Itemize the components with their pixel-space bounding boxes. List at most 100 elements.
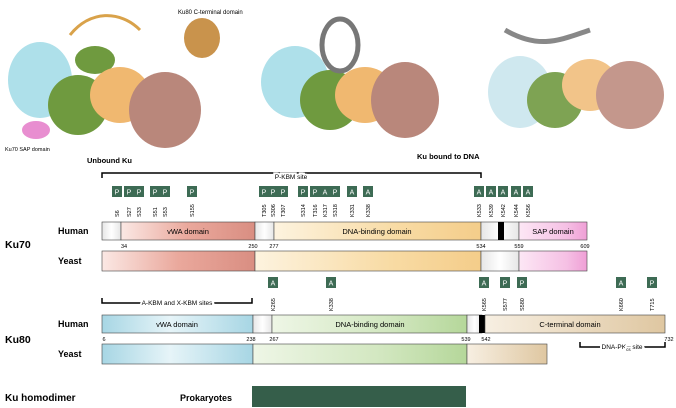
ku70-sap-caption: Ku70 SAP domain (5, 147, 50, 153)
ku70-linker-region (254, 221, 275, 241)
bound-ku-structure-1 (261, 16, 439, 138)
ku70-site-mod: P (163, 190, 168, 197)
ku70-site-residue: S314 (301, 204, 307, 217)
ku80-vwa-lobe (129, 72, 201, 148)
ku70-site-badge (320, 186, 330, 197)
ku70-site-badge (330, 186, 340, 197)
ku70-site-badge (150, 186, 160, 197)
ku70-site-residue: S51 (153, 207, 159, 217)
ku70-site-residue: K338 (366, 204, 372, 217)
ku70-sap-domain-bar (518, 221, 588, 241)
ku70-site-residue: S53 (163, 207, 169, 217)
ku70-site-residue: S27 (127, 207, 133, 217)
dnapk-bracket (579, 342, 666, 348)
ku80-site-badge (500, 277, 510, 288)
ku80-site-residue: T715 (650, 298, 656, 311)
ku70-site-residue: S155 (190, 204, 196, 217)
ku70-yeast-dna (254, 250, 482, 272)
akbm-label: A-KBM and X-KBM sites (142, 300, 214, 307)
ku70-site-mod: P (262, 190, 267, 197)
ku70-vwa-label: vWA domain (167, 227, 209, 236)
ku70-site-residue: K533 (477, 204, 483, 217)
ku70-site-badge (523, 186, 533, 197)
ku70-pkbm-motif (498, 222, 504, 240)
dna-helix (503, 27, 591, 45)
ku80-site-mod: A (329, 281, 334, 288)
ku70-site-badge (474, 186, 484, 197)
pkbm-bracket (101, 172, 482, 178)
ku70-site-mod: A (501, 190, 506, 197)
ku70-site-mod: P (313, 190, 318, 197)
ku70-site-badge (310, 186, 320, 197)
ku70-site-residue: T316 (313, 204, 319, 217)
ku80-boundary: 238 (246, 337, 255, 343)
ku70-site-residue: K317 (323, 204, 329, 217)
ku80-site-badge (647, 277, 657, 288)
prokaryotes-label: Prokaryotes (180, 393, 232, 403)
ku70-site-residue: K544 (514, 204, 520, 217)
ku70-site-mod: A (526, 190, 531, 197)
ku70-site-list: PS6PS27PS33PS51PS53PS155PT305PS306PT307P… (112, 186, 533, 217)
ku70-site-badge (511, 186, 521, 197)
ku80-vwa-lobe (371, 62, 439, 138)
ku80-linker (68, 14, 142, 36)
ku70-site-residue: S318 (333, 204, 339, 217)
ku80-label: Ku80 (5, 334, 31, 346)
ku70-site: A K542 (498, 186, 508, 217)
ku70-site-badge (259, 186, 269, 197)
ku80-boundary: 6 (102, 337, 105, 343)
ku70-site-badge (363, 186, 373, 197)
ku80-vwa-label: vWA domain (156, 320, 198, 329)
ku80-cterm-label: C-terminal domain (539, 320, 600, 329)
ku70-site-badge (112, 186, 122, 197)
ku70-yeast-label: Yeast (58, 256, 82, 266)
ku80-cterm-domain-bar (484, 314, 666, 334)
ku70-site-residue: K539 (489, 204, 495, 217)
ku70-site-badge (160, 186, 170, 197)
ku70-site-mod: P (137, 190, 142, 197)
bound-ku-structure-2 (488, 27, 664, 129)
ku70-site-badge (298, 186, 308, 197)
ku70-site: P T316 (310, 186, 320, 217)
ku70-site-residue: T307 (281, 204, 287, 217)
ku70-yeast-vwa (101, 250, 256, 272)
akbm-bracket (101, 298, 253, 304)
pkbm-label: P-KBM site (275, 174, 308, 181)
ku70-site-mod: P (190, 190, 195, 197)
unbound-ku-title: Unbound Ku (87, 156, 132, 165)
ku70-site-residue: T305 (262, 204, 268, 217)
ku80-site-mod: A (271, 281, 276, 288)
dna-helix (319, 16, 361, 74)
ku70-boundary: 534 (476, 244, 485, 250)
ku70-site: A K556 (523, 186, 533, 217)
ku70-site-badge (347, 186, 357, 197)
ku80-yeast-dna (252, 343, 468, 365)
ku70-site-residue: K542 (501, 204, 507, 217)
ku70-boundary: 277 (269, 244, 278, 250)
ku70-site-residue: K556 (526, 204, 532, 217)
ku70-site-residue: S306 (271, 204, 277, 217)
ku80-site-badge (326, 277, 336, 288)
ku70-yeast-linker (480, 250, 520, 272)
ku70-site-badge (134, 186, 144, 197)
ku70-site-mod: A (350, 190, 355, 197)
ku80-boundary: 732 (664, 337, 673, 343)
ku80-human-label: Human (58, 319, 89, 329)
ku70-site-residue: S6 (115, 210, 121, 217)
dnapk-label: DNA-PKcs site (602, 344, 643, 352)
ku70-sap-domain (22, 121, 50, 139)
ku80-site-residue: K565 (482, 298, 488, 311)
